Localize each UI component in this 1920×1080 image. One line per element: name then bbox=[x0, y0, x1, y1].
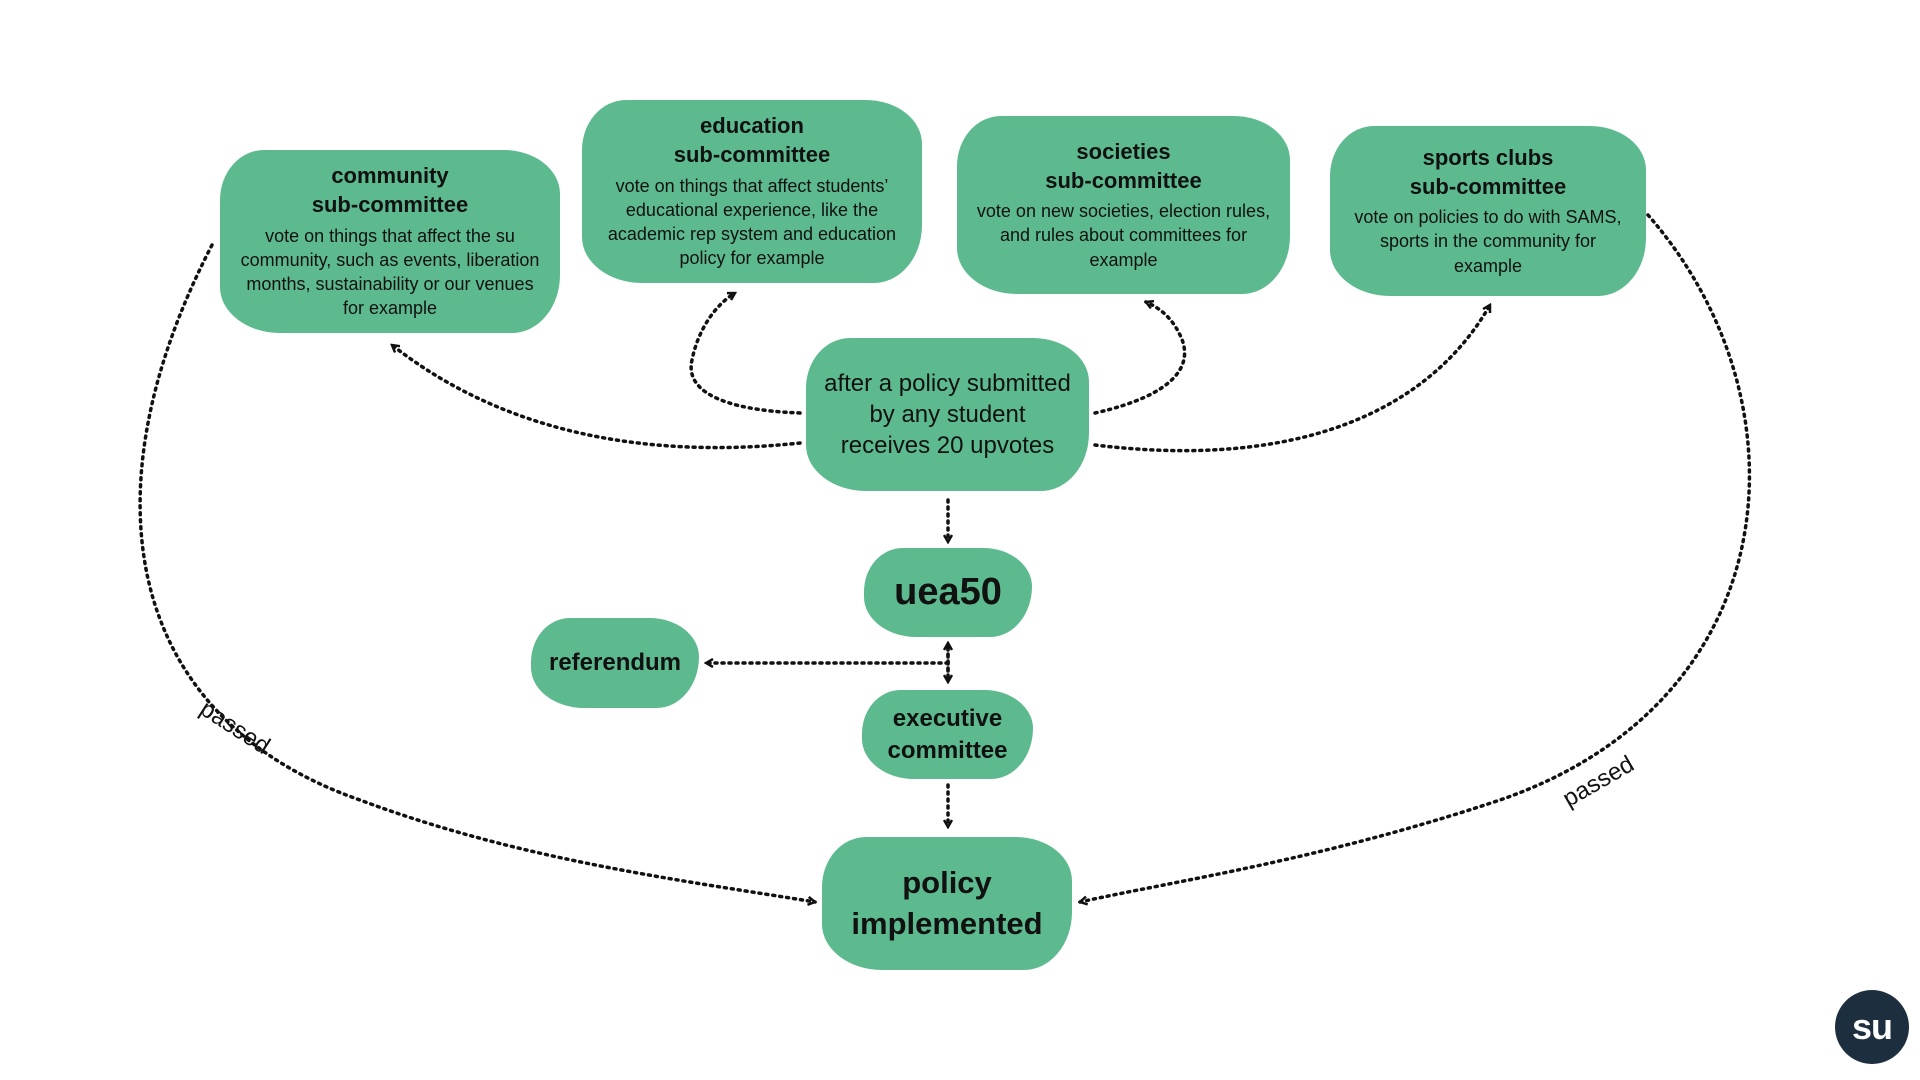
sports-title: sports clubs sub-committee bbox=[1409, 144, 1567, 199]
community-description: vote on things that affect the su commun… bbox=[240, 225, 540, 319]
implemented-title: policy implemented bbox=[851, 865, 1043, 941]
societies-description: vote on new societies, election rules, a… bbox=[976, 201, 1271, 270]
edge-trigger-to-community bbox=[392, 343, 802, 450]
education-description: vote on things that affect students’ edu… bbox=[607, 175, 897, 269]
edge-trigger-to-education bbox=[689, 291, 802, 415]
societies-title: societies sub-committee bbox=[1045, 138, 1202, 193]
su-logo: su bbox=[1835, 990, 1909, 1064]
sports-clubs-sub-committee-node: sports clubs sub-committee vote on polic… bbox=[1330, 126, 1646, 296]
edge-trigger-to-societies bbox=[1093, 302, 1187, 415]
uea50-node: uea50 bbox=[864, 548, 1032, 637]
executive-committee-node: executive committee bbox=[862, 690, 1033, 779]
uea50-title: uea50 bbox=[894, 570, 1002, 613]
community-title: community sub-committee bbox=[311, 163, 469, 217]
edge-sports-to-implemented bbox=[1080, 213, 1752, 902]
sports-description: vote on policies to do with SAMS, sports… bbox=[1354, 207, 1622, 276]
education-sub-committee-node: education sub-committee vote on things t… bbox=[582, 100, 922, 283]
executive-title: executive committee bbox=[887, 705, 1008, 764]
policy-implemented-node: policy implemented bbox=[822, 837, 1072, 970]
referendum-title: referendum bbox=[548, 649, 682, 677]
edge-community-to-implemented bbox=[138, 243, 815, 902]
trigger-description: after a policy submitted by any student … bbox=[824, 369, 1071, 460]
referendum-node: referendum bbox=[531, 618, 699, 708]
policy-upvotes-trigger-node: after a policy submitted by any student … bbox=[806, 338, 1089, 491]
education-title: education sub-committee bbox=[673, 113, 831, 167]
societies-sub-committee-node: societies sub-committee vote on new soci… bbox=[957, 116, 1290, 294]
edge-trigger-to-sports bbox=[1093, 305, 1492, 453]
community-sub-committee-node: community sub-committee vote on things t… bbox=[220, 150, 560, 333]
